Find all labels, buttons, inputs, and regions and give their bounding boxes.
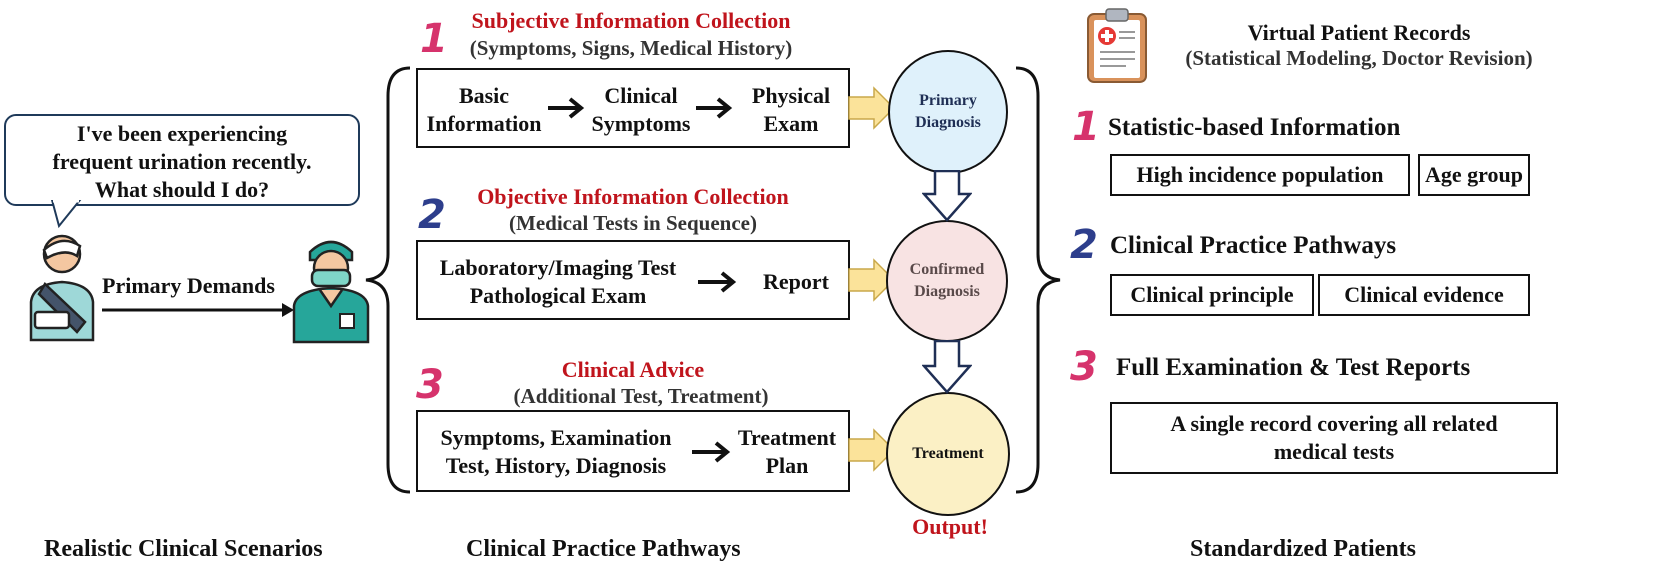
output-label: Output!: [912, 514, 988, 539]
block-arrow-icon: [848, 258, 896, 302]
left-brace: [365, 66, 411, 494]
sec3-number: 3: [1070, 344, 1098, 390]
sec1-number: 1: [1072, 104, 1100, 150]
footer-realistic-clinical-scenarios: Realistic Clinical Scenarios: [44, 536, 323, 562]
step2-subtitle: (Medical Tests in Sequence): [509, 211, 757, 235]
arrow-right-icon: [698, 271, 737, 293]
footer-standardized-patients: Standardized Patients: [1190, 536, 1417, 562]
sec3-title: Full Examination & Test Reports: [1116, 354, 1471, 381]
tag-clinical-principle: Clinical principle: [1110, 274, 1314, 316]
step3-title: Clinical Advice: [561, 357, 705, 382]
records-subtitle: (Statistical Modeling, Doctor Revision): [1185, 46, 1533, 70]
speech-line-3: What should I do?: [94, 177, 270, 202]
step3-box: Symptoms, Examination Test, History, Dia…: [416, 410, 850, 492]
block-arrow-icon: [848, 86, 896, 130]
report-label: Report: [763, 269, 829, 294]
down-arrow-icon: [922, 340, 972, 394]
step2-box: Laboratory/Imaging Test Pathological Exa…: [416, 240, 850, 320]
sec1-title: Statistic-based Information: [1108, 114, 1401, 141]
clipboard-icon: [1087, 8, 1147, 83]
block-arrow-icon: [848, 428, 896, 472]
arrow-right-icon: [548, 97, 585, 119]
step1-box: Basic Information Clinical Symptoms Phys…: [416, 68, 850, 148]
down-arrow-icon: [922, 170, 972, 222]
step2-title: Objective Information Collection: [477, 184, 789, 209]
arrow-right-icon: [696, 97, 733, 119]
speech-bubble: I've been experiencing frequent urinatio…: [4, 114, 360, 206]
tag-clinical-evidence: Clinical evidence: [1318, 274, 1530, 316]
symptoms-examination-label: Symptoms, Examination Test, History, Dia…: [440, 425, 672, 478]
physical-exam-label: Physical Exam: [751, 83, 831, 136]
tag-single-record: A single record covering all related med…: [1110, 402, 1558, 474]
step2-number: 2: [418, 192, 446, 238]
sec2-title: Clinical Practice Pathways: [1110, 232, 1397, 259]
step1-number: 1: [420, 16, 448, 62]
treatment-circle: Treatment: [886, 392, 1010, 516]
tag-high-incidence: High incidence population: [1110, 154, 1410, 196]
step1-title: Subjective Information Collection: [471, 8, 791, 33]
records-title: Virtual Patient Records: [1247, 20, 1471, 45]
speech-bubble-tail: [50, 200, 82, 229]
primary-demands-label: Primary Demands: [102, 273, 275, 298]
speech-line-2: frequent urination recently.: [52, 149, 312, 174]
speech-line-1: I've been experiencing: [76, 121, 288, 146]
doctor-icon: [292, 240, 370, 344]
clinical-symptoms-label: Clinical Symptoms: [591, 83, 691, 136]
right-brace: [1015, 66, 1061, 494]
arrow-right-icon: [692, 441, 731, 463]
footer-clinical-practice-pathways: Clinical Practice Pathways: [466, 536, 741, 562]
patient-icon: [29, 234, 95, 342]
lab-imaging-label: Laboratory/Imaging Test Pathological Exa…: [439, 255, 677, 308]
sec2-number: 2: [1070, 222, 1098, 268]
step1-subtitle: (Symptoms, Signs, Medical History): [469, 36, 793, 60]
treatment-plan-label: Treatment Plan: [737, 425, 837, 478]
step3-number: 3: [416, 362, 444, 408]
primary-demands-arrow: [102, 303, 294, 317]
basic-information-label: Basic Information: [426, 83, 542, 136]
tag-age-group: Age group: [1418, 154, 1530, 196]
step3-subtitle: (Additional Test, Treatment): [513, 384, 769, 408]
